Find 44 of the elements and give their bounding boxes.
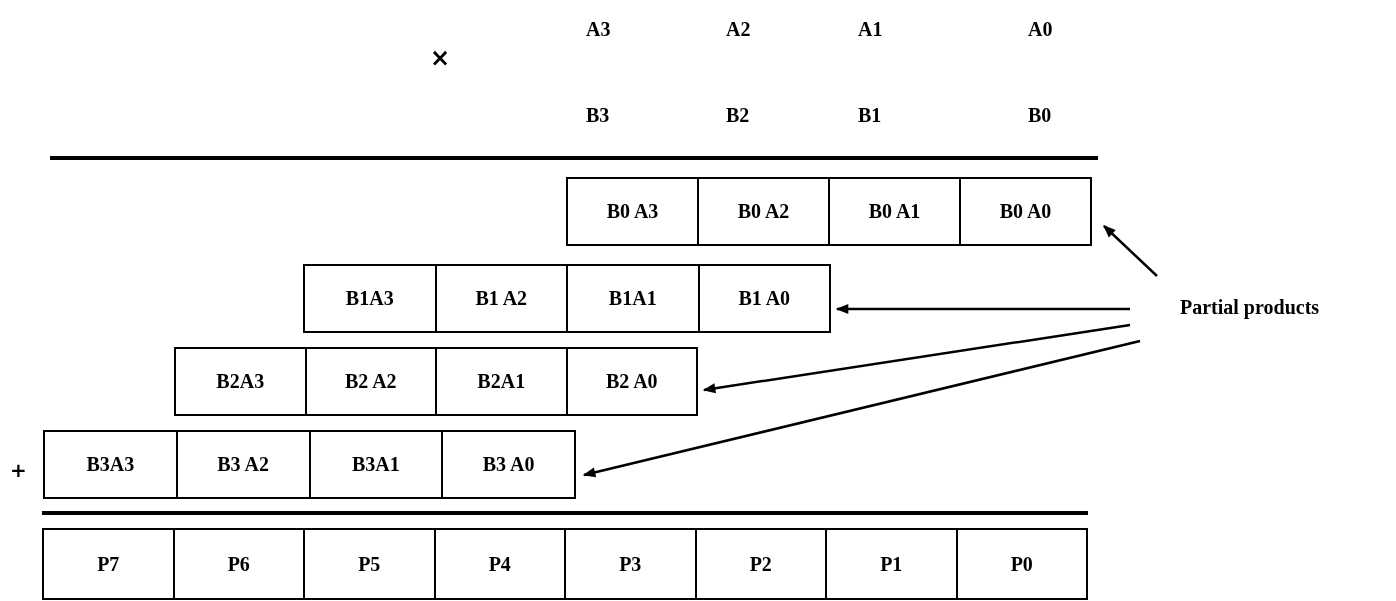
- operand-bit: A3: [586, 18, 611, 41]
- operand-bit: B2: [726, 104, 750, 127]
- bit-cell: P1: [825, 530, 956, 598]
- partial-product-row: [303, 264, 831, 333]
- partial-product-row: [174, 347, 698, 416]
- bit-cell: B2A1: [435, 349, 566, 414]
- bit-cell: B0 A0: [959, 179, 1090, 244]
- bit-cell: B3A1: [308, 432, 442, 497]
- arrow: [582, 339, 1141, 478]
- operand-bit: B0: [1028, 104, 1052, 127]
- bit-cell: B0 A2: [697, 179, 828, 244]
- bit-cell: B1 A2: [434, 266, 566, 331]
- operand-bit: A0: [1028, 18, 1053, 41]
- bit-cell: P4: [433, 530, 564, 598]
- bit-cell: B0 A3: [568, 179, 697, 244]
- bit-cell: B2 A2: [304, 349, 435, 414]
- annotation-text: Partial products: [1180, 296, 1320, 319]
- arrow: [835, 303, 1130, 314]
- bit-cell: B3 A0: [441, 432, 574, 497]
- partial-product-row: [43, 430, 576, 499]
- bit-cell: B1A1: [566, 266, 698, 331]
- bit-cell: B3A3: [45, 432, 176, 497]
- arrow: [1103, 225, 1158, 277]
- partial-product-row: [42, 528, 1088, 600]
- operator-sign: ×: [430, 44, 451, 72]
- arrow: [702, 323, 1131, 394]
- bit-cell: B3 A2: [175, 432, 309, 497]
- bit-cell: B0 A1: [828, 179, 959, 244]
- bit-cell: B1A3: [305, 266, 435, 331]
- bit-cell: P3: [564, 530, 695, 598]
- bit-cell: P0: [955, 530, 1086, 598]
- bit-cell: P7: [44, 530, 173, 598]
- operand-bit: B1: [858, 104, 882, 127]
- operand-bit: A1: [858, 18, 883, 41]
- bit-cell: B1 A0: [697, 266, 829, 331]
- bit-cell: P5: [303, 530, 434, 598]
- operator-sign: +: [10, 458, 27, 482]
- bit-cell: B2 A0: [565, 349, 696, 414]
- bit-cell: P6: [172, 530, 303, 598]
- bit-cell: P2: [694, 530, 825, 598]
- operand-bit: B3: [586, 104, 610, 127]
- partial-product-row: [566, 177, 1092, 246]
- bit-cell: B2A3: [176, 349, 305, 414]
- operand-bit: A2: [726, 18, 751, 41]
